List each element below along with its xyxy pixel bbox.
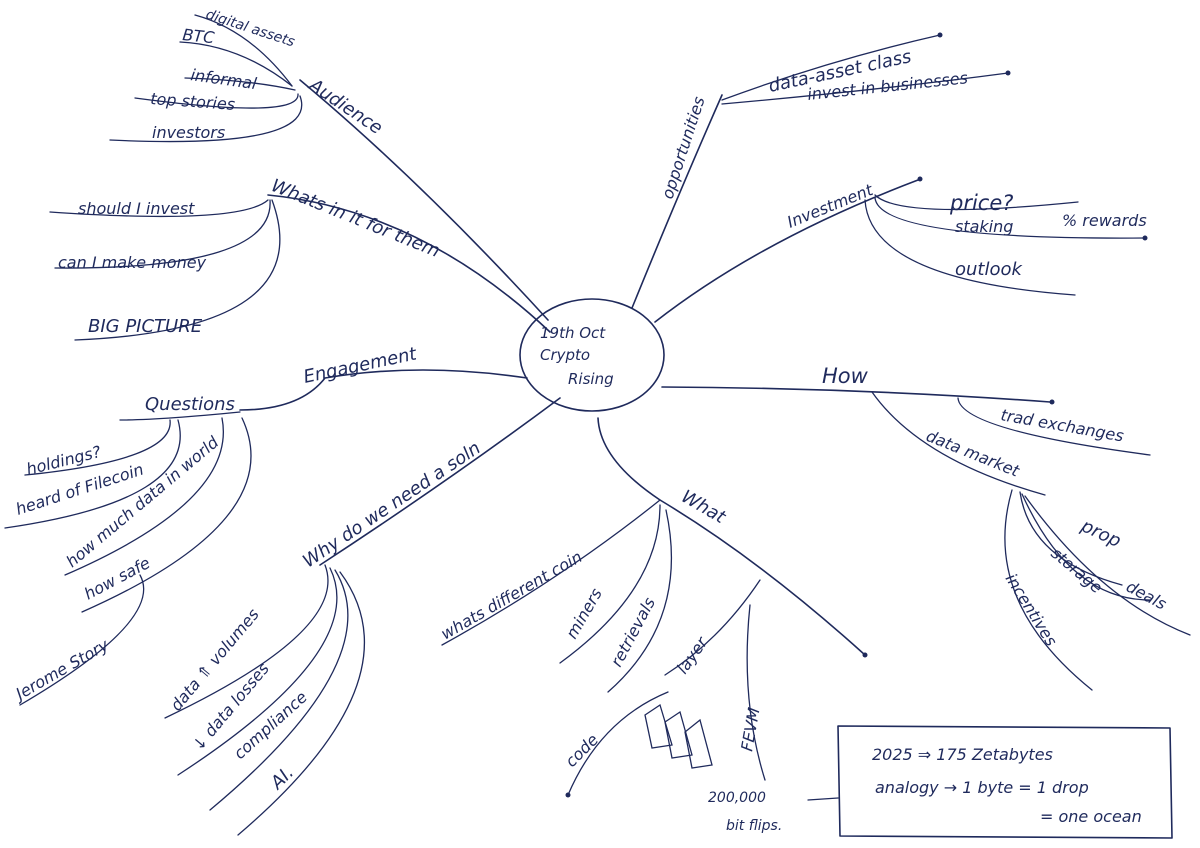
audience-top-line xyxy=(134,93,299,109)
opp-asset-line xyxy=(721,34,941,101)
audience-btc-line xyxy=(179,41,293,87)
code-end-dot xyxy=(565,792,571,798)
branch-whats-in-it xyxy=(267,194,551,333)
audience-item-btc: BTC xyxy=(182,25,217,47)
note-connector xyxy=(807,797,839,801)
why-volumes-line xyxy=(164,564,329,719)
investment-item-outlook: outlook xyxy=(955,259,1024,280)
what-code-line xyxy=(567,691,669,796)
why-ai-line xyxy=(237,571,366,836)
how-item-trad: trad exchanges xyxy=(999,405,1125,445)
center-line-1: 19th Oct xyxy=(540,324,606,342)
why-soln-label: Why do we need a soln xyxy=(299,438,484,573)
center-node xyxy=(519,298,665,412)
audience-digital-line xyxy=(194,14,293,87)
fevm-note-line-1: 200,000 xyxy=(708,790,766,806)
branch-audience xyxy=(299,79,549,321)
how-item-storage: storage xyxy=(1047,544,1106,598)
branch-investment xyxy=(654,179,919,323)
audience-item-top: top stories xyxy=(150,89,236,114)
what-miners-line xyxy=(559,504,661,664)
audience-investors-line xyxy=(109,95,303,143)
whats-in-it-money-line xyxy=(54,199,271,269)
what-item-code: code xyxy=(561,730,602,771)
questions-label: Questions xyxy=(145,394,235,415)
q-item-jerome: Jerome Story xyxy=(10,635,112,705)
note-box xyxy=(837,725,1173,839)
q-filecoin-line xyxy=(4,419,181,529)
what-item-fevm: FEVM xyxy=(737,706,763,753)
whats-in-it-item-money: can I make money xyxy=(58,253,207,272)
investment-staking-line xyxy=(874,197,1146,239)
why-losses-line xyxy=(177,567,338,776)
how-item-data-market: data market xyxy=(924,426,1023,481)
center-line-3: Rising xyxy=(568,370,614,388)
q-data-world-line xyxy=(64,417,224,576)
investment-item-rewards: % rewards xyxy=(1062,211,1147,230)
how-item-incentives: incentives xyxy=(1002,570,1061,649)
note-line-2: analogy → 1 byte = 1 drop xyxy=(875,778,1089,797)
how-label: How xyxy=(822,364,869,388)
q-holdings-line xyxy=(24,419,171,476)
fevm-note-line-2: bit flips. xyxy=(726,818,782,834)
layer-blocks-sketch xyxy=(644,703,713,769)
what-item-miners: miners xyxy=(562,585,606,642)
what-layer-line xyxy=(664,579,761,676)
audience-item-informal: informal xyxy=(189,65,258,93)
why-compliance-line xyxy=(209,569,349,811)
opp-business-line xyxy=(721,72,1009,105)
whats-in-it-item-big: BIG PICTURE xyxy=(88,316,203,337)
audience-label: Audience xyxy=(304,74,386,139)
whats-in-it-big-line xyxy=(74,199,281,341)
investment-label: Investment xyxy=(784,180,876,232)
what-retrievals-line xyxy=(607,509,673,693)
questions-underline xyxy=(119,411,241,421)
what-item-layer: layer xyxy=(673,632,712,677)
opp-business-end-dot xyxy=(1005,70,1011,76)
q-jerome-line xyxy=(19,574,145,706)
q-safe-line xyxy=(81,417,252,613)
what-end-dot xyxy=(862,652,868,658)
how-item-deals: deals xyxy=(1123,577,1170,614)
how-storage-line xyxy=(1021,493,1151,601)
how-incentives-line xyxy=(1004,489,1093,691)
investment-price-line xyxy=(874,194,1079,211)
audience-item-digital: digital assets xyxy=(204,7,297,51)
how-trad-line xyxy=(957,397,1151,456)
how-prop-line xyxy=(1019,491,1123,586)
how-data-market-line xyxy=(871,391,1046,496)
investment-item-price: price? xyxy=(949,191,1013,215)
branch-how xyxy=(661,386,1051,403)
audience-item-investors: investors xyxy=(152,123,225,142)
what-label: What xyxy=(678,486,730,528)
branch-engagement xyxy=(239,369,528,411)
investment-outlook-line xyxy=(864,199,1076,296)
opp-asset-end-dot xyxy=(937,32,943,38)
engagement-label: Engagement xyxy=(302,343,420,388)
branch-why-soln xyxy=(319,397,561,566)
how-item-prop: prop xyxy=(1077,515,1124,552)
what-coin-line xyxy=(441,499,661,646)
why-item-ai: AI. xyxy=(266,762,298,794)
audience-informal-line xyxy=(184,77,296,91)
investment-item-staking: staking xyxy=(955,217,1013,236)
how-deals-line xyxy=(1024,495,1191,636)
note-line-1: 2025 ⇒ 175 Zetabytes xyxy=(872,745,1053,764)
staking-end-dot xyxy=(1142,235,1148,241)
what-item-retrievals: retrievals xyxy=(607,594,659,670)
branch-opportunities xyxy=(631,94,723,309)
whats-in-it-invest-line xyxy=(49,199,269,218)
center-line-2: Crypto xyxy=(540,346,590,364)
how-end-dot xyxy=(1049,399,1055,405)
q-item-holdings: holdings? xyxy=(24,442,103,479)
whats-in-it-item-invest: should I invest xyxy=(78,199,195,218)
investment-end-dot xyxy=(917,176,923,182)
whats-in-it-label: Whats in it for them xyxy=(268,175,443,262)
branch-what xyxy=(597,417,866,656)
note-line-3: = one ocean xyxy=(1040,807,1142,826)
what-fevm-line xyxy=(746,604,766,781)
